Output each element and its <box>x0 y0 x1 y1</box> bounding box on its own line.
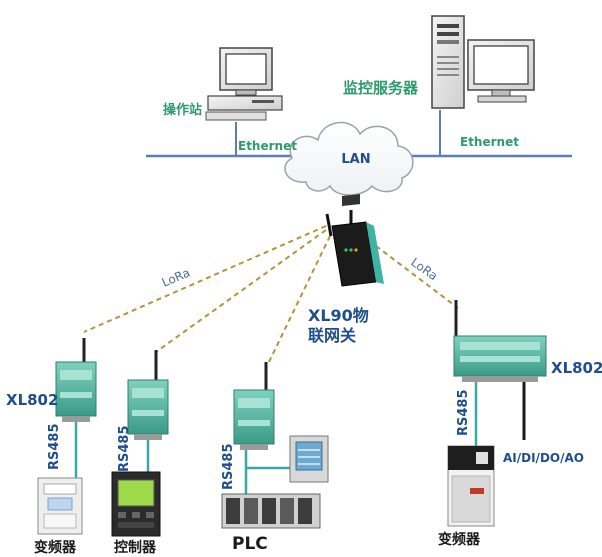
xl802-left-module <box>55 338 97 422</box>
lan-label: LAN <box>341 152 370 167</box>
monitor-server-label: 监控服务器 <box>343 79 419 97</box>
xl802-right-label: XL802 <box>551 359 602 377</box>
xl802-controller-module <box>127 350 169 440</box>
vfd-left-device-icon <box>37 477 83 535</box>
ethernet-left-label: Ethernet <box>238 139 297 153</box>
rs485-label-3: RS485 <box>221 443 236 490</box>
vfd-left-label: 变频器 <box>34 539 77 556</box>
io-label: AI/DI/DO/AO <box>503 451 584 465</box>
plc-label: PLC <box>232 534 268 554</box>
operator-station-icon <box>205 47 283 121</box>
rs485-label-2: RS485 <box>117 425 132 472</box>
xl90-gateway-icon <box>325 194 384 287</box>
lora-left-label: LoRa <box>160 265 192 289</box>
gateway-name-line1: XL90物 <box>308 306 369 325</box>
gateway-name-line2: 联网关 <box>308 326 356 345</box>
lora-right-label: LoRa <box>408 255 440 283</box>
vfd-right-label: 变频器 <box>438 531 481 548</box>
lan-cloud <box>284 121 414 196</box>
rs485-label-4: RS485 <box>456 389 471 436</box>
controller-device-icon <box>111 471 161 537</box>
power-meter-device-icon <box>289 435 329 483</box>
rs485-line-3 <box>244 450 292 496</box>
xl802-right-module <box>453 300 547 382</box>
ethernet-right-label: Ethernet <box>460 135 519 149</box>
controller-label: 控制器 <box>114 539 157 556</box>
rs485-label-1: RS485 <box>47 423 62 470</box>
vfd-right-device-icon <box>447 445 495 527</box>
lora-links <box>83 225 459 365</box>
monitor-server-icon <box>431 15 535 109</box>
plc-device-icon <box>221 493 321 529</box>
xl802-left-label: XL802 <box>6 391 58 409</box>
operator-station-label: 操作站 <box>163 102 202 118</box>
xl802-plc-module <box>233 362 275 450</box>
